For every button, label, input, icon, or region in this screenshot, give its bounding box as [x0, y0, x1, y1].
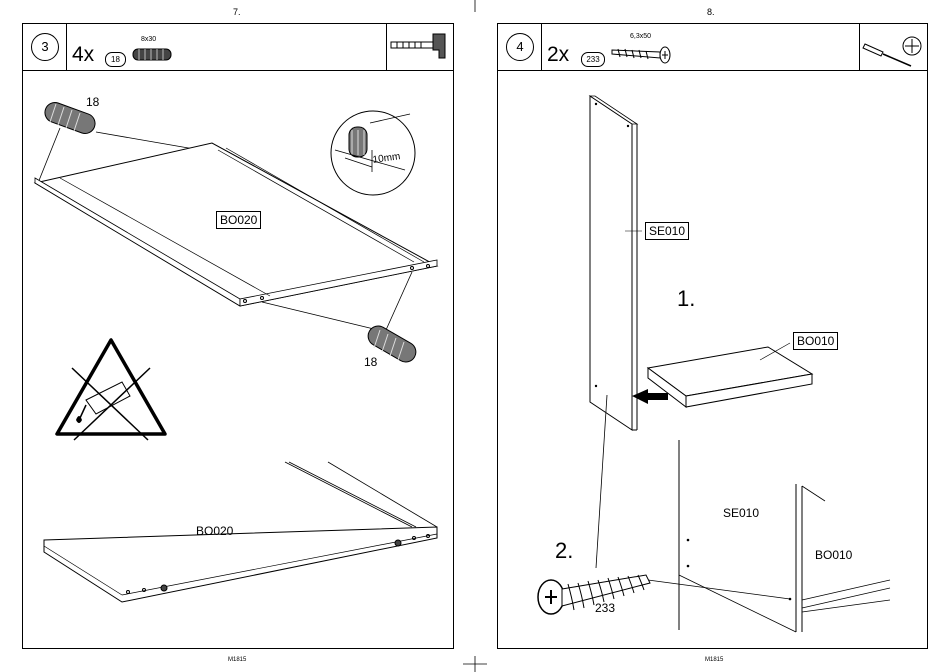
- side-detail-label: SE010: [723, 506, 759, 520]
- bottom-detail-label: BO010: [815, 548, 852, 562]
- bottom-board-label: BO010: [793, 332, 838, 350]
- bottom-board-bo010: [648, 343, 812, 407]
- page-footer: M1815: [705, 657, 723, 663]
- step-one-label: 1.: [677, 286, 695, 312]
- side-panel-se010: [590, 96, 642, 430]
- assembly-detail: [648, 440, 890, 632]
- side-panel-label: SE010: [645, 222, 689, 240]
- step-two-label: 2.: [555, 538, 573, 564]
- screw-label: 233: [595, 601, 615, 615]
- screw-233: [538, 575, 650, 614]
